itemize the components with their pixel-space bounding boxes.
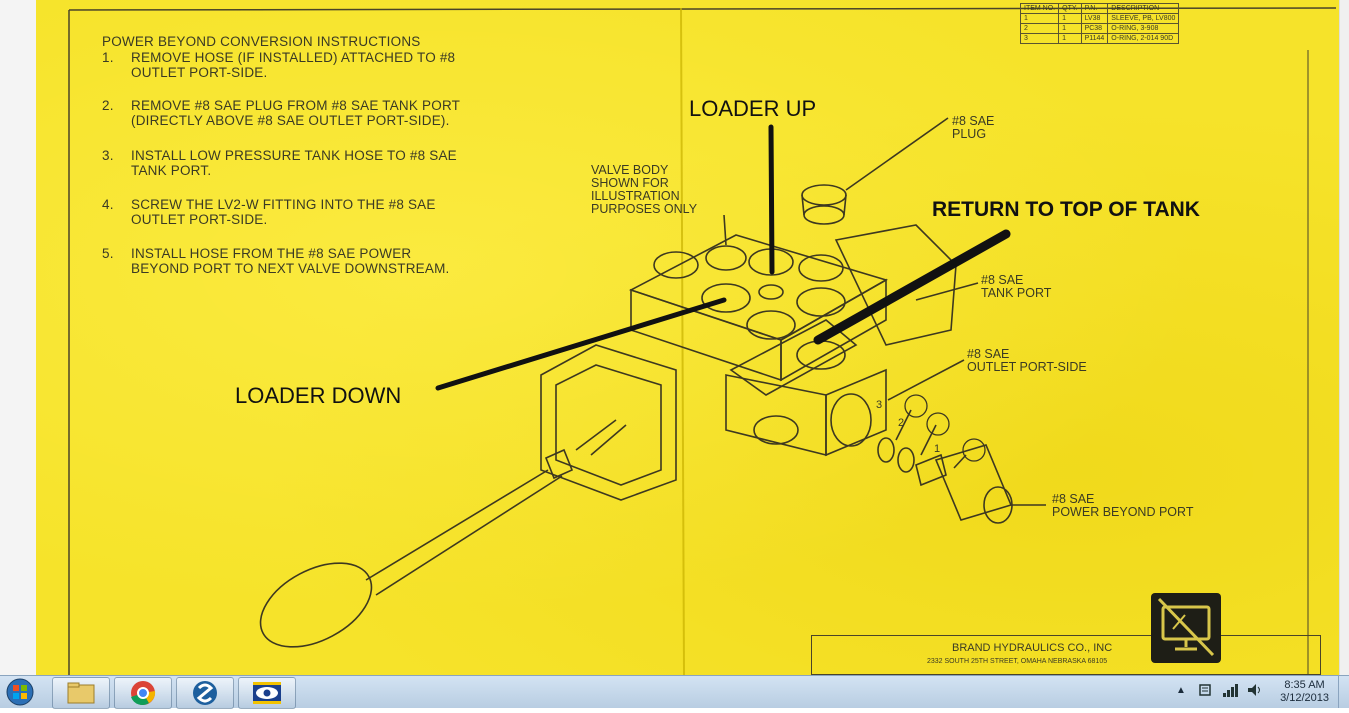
return-to-tank-arrow [813,229,1011,345]
parts-table: ITEM NO. QTY. P.N. DESCRIPTION 1 1 LV38 … [1019,3,1180,44]
parts-table-header: ITEM NO. QTY. P.N. DESCRIPTION [1019,3,1180,14]
file-explorer-icon [67,682,95,704]
windows-orb-icon[interactable] [4,678,36,706]
eye-app-icon [253,682,281,704]
step-number: 5. [102,246,114,261]
callout-outlet-port: #8 SAE OUTLET PORT-SIDE [967,347,1087,374]
table-row: 1 1 LV38 SLEEVE, PB, LV800 [1019,13,1180,24]
cell: PC38 [1080,23,1109,34]
cell: 1 [1058,23,1082,34]
screen-share-overlay-button[interactable] [1151,593,1221,663]
chrome-icon [131,681,156,706]
step-number: 4. [102,197,114,212]
callout-tank-port: #8 SAE TANK PORT [981,273,1052,300]
cell: 1 [1019,13,1060,24]
instruction-step-5: 5. INSTALL HOSE FROM THE #8 SAE POWER BE… [102,246,572,286]
step-text: REMOVE #8 SAE PLUG FROM #8 SAE TANK PORT… [131,98,461,128]
cell: O-RING, 3-908 [1107,23,1180,34]
loader-up-arrow [768,124,775,275]
instruction-step-3: 3. INSTALL LOW PRESSURE TANK HOSE TO #8 … [102,148,572,188]
cell: 1 [1058,13,1082,24]
vertical-scrollbar[interactable] [1339,0,1349,675]
taskbar-eye-app[interactable] [238,677,296,709]
step-number: 3. [102,148,114,163]
company-address: 2332 SOUTH 25TH STREET, OMAHA NEBRASKA 6… [927,658,1108,665]
taskbar-sync-app[interactable] [176,677,234,709]
cell: 2 [1019,23,1060,34]
annotation-loader-down: LOADER DOWN [235,383,402,408]
instruction-step-4: 4. SCREW THE LV2-W FITTING INTO THE #8 S… [102,197,572,237]
callout-power-beyond-port: #8 SAE POWER BEYOND PORT [1052,492,1194,519]
annotation-loader-up: LOADER UP [689,96,817,121]
callout-valve-body: VALVE BODY SHOWN FOR ILLUSTRATION PURPOS… [591,163,698,216]
diagram-drawing [68,7,1337,675]
clock-time: 8:35 AM [1284,679,1325,691]
monitor-disabled-icon [1157,597,1215,657]
network-signal-icon[interactable] [1222,682,1238,698]
loader-down-arrow [435,297,727,391]
instructions-heading: POWER BEYOND CONVERSION INSTRUCTIONS [102,34,421,49]
step-text: SCREW THE LV2-W FITTING INTO THE #8 SAE … [131,197,436,227]
step-text: INSTALL HOSE FROM THE #8 SAE POWER BEYON… [131,246,450,276]
company-name: BRAND HYDRAULICS CO., INC [952,642,1113,654]
table-row: 2 1 PC38 O-RING, 3-908 [1019,23,1180,34]
show-desktop-button[interactable] [1338,676,1349,708]
taskbar-file-explorer[interactable] [52,677,110,709]
header-pn: P.N. [1080,3,1109,14]
action-center-flag-icon[interactable] [1198,683,1212,697]
step-number: 2. [102,98,114,113]
show-hidden-icons-chevron-icon[interactable]: ▲ [1176,685,1186,696]
cell: 3 [1019,33,1060,44]
cell: 1 [1058,33,1082,44]
step-number: 1. [102,50,114,65]
system-clock[interactable]: 8:35 AM 3/12/2013 [1280,679,1329,705]
cell: LV38 [1080,13,1109,24]
instruction-step-1: 1. REMOVE HOSE (IF INSTALLED) ATTACHED T… [102,50,572,110]
volume-speaker-icon[interactable] [1246,682,1262,698]
document-viewer: POWER BEYOND CONVERSION INSTRUCTIONS 1. … [0,0,1349,675]
annotation-return-to-tank: RETURN TO TOP OF TANK [932,198,1200,221]
step-text: REMOVE HOSE (IF INSTALLED) ATTACHED TO #… [131,50,456,80]
taskbar: ▲ 8:35 AM 3/12/2013 [0,675,1349,709]
scanned-diagram-sheet: POWER BEYOND CONVERSION INSTRUCTIONS 1. … [36,0,1339,675]
cell: O-RING, 2-014 90D [1107,33,1180,44]
item-label-2: 2 [898,417,905,429]
cell: SLEEVE, PB, LV800 [1107,13,1180,24]
header-qty: QTY. [1058,3,1082,14]
header-item-no: ITEM NO. [1019,3,1060,14]
clock-date: 3/12/2013 [1280,692,1329,704]
item-label-3: 3 [876,399,883,411]
item-label-1: 1 [934,443,941,455]
cell: P1144 [1080,33,1109,44]
sync-app-icon [193,681,217,705]
step-text: INSTALL LOW PRESSURE TANK HOSE TO #8 SAE… [131,148,457,178]
item-bubble-1 [962,438,986,462]
header-description: DESCRIPTION [1107,3,1180,14]
item-bubble-3 [904,394,928,418]
instruction-step-2: 2. REMOVE #8 SAE PLUG FROM #8 SAE TANK P… [102,98,572,138]
callout-plug: #8 SAE PLUG [952,114,995,141]
title-block: BRAND HYDRAULICS CO., INC 2332 SOUTH 25T… [811,635,1321,675]
taskbar-chrome[interactable] [114,677,172,709]
item-bubble-2 [926,412,950,436]
table-row: 3 1 P1144 O-RING, 2-014 90D [1019,33,1180,44]
